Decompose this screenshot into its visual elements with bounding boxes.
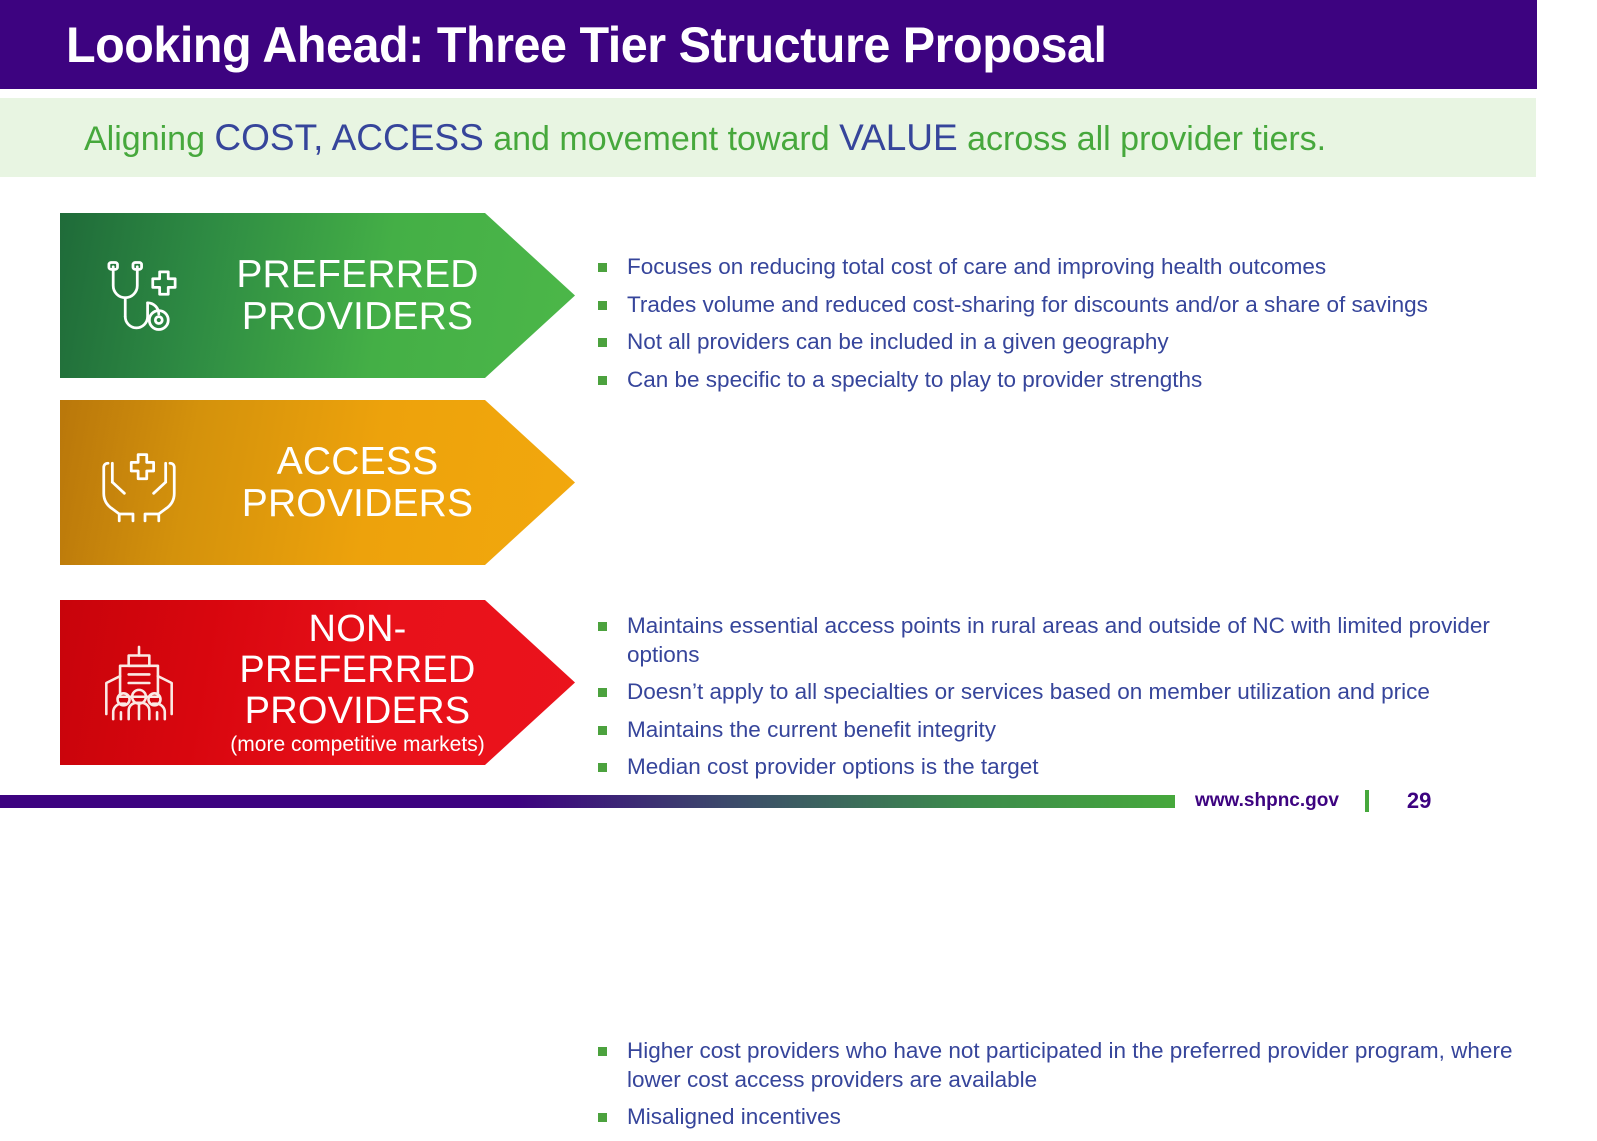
tier-label-preferred: PREFERRED PROVIDERS <box>200 253 515 337</box>
list-item: Misaligned incentives <box>598 1103 1558 1132</box>
bullet-marker-icon <box>598 763 607 773</box>
list-item: Median cost provider options is the targ… <box>598 753 1558 782</box>
hands-holding-cross-icon <box>96 437 182 529</box>
subtitle-part-5: across all provider tiers. <box>957 120 1327 158</box>
tier-label-line1: ACCESS <box>276 439 439 483</box>
footer: www.shpnc.gov 29 <box>1195 788 1431 814</box>
bullet-text: Doesn’t apply to all specialties or serv… <box>627 679 1430 705</box>
tier-structure-diagram: PREFERRED PROVIDERS Focuses on reducing … <box>0 185 1597 1129</box>
list-item: Can be specific to a specialty to play t… <box>598 366 1558 395</box>
footer-url[interactable]: www.shpnc.gov <box>1195 790 1339 811</box>
bullet-marker-icon <box>598 263 607 272</box>
tier-arrow-non-preferred[interactable]: NON-PREFERRED PROVIDERS (more competitiv… <box>60 600 575 765</box>
bullet-text: Maintains essential access points in rur… <box>627 613 1490 667</box>
list-item: Maintains essential access points in rur… <box>598 612 1558 669</box>
list-item: Higher cost providers who have not parti… <box>598 1037 1558 1094</box>
subtitle-part-3: and movement toward <box>483 120 840 158</box>
footer-gradient-bar <box>0 795 1175 808</box>
list-item: Doesn’t apply to all specialties or serv… <box>598 678 1558 707</box>
footer-divider-icon <box>1364 790 1369 812</box>
bullet-list-non-preferred: Higher cost providers who have not parti… <box>598 1037 1558 1141</box>
bullet-text: Maintains the current benefit integrity <box>627 716 996 742</box>
tier-label-line1: NON-PREFERRED <box>239 607 476 691</box>
list-item: Not all providers can be included in a g… <box>598 328 1558 357</box>
bullet-text: Higher cost providers who have not parti… <box>627 1038 1513 1092</box>
page-title: Looking Ahead: Three Tier Structure Prop… <box>66 16 1107 73</box>
bullet-marker-icon <box>598 338 607 348</box>
bullet-marker-icon <box>598 725 607 735</box>
bullet-text: Trades volume and reduced cost-sharing f… <box>627 291 1428 317</box>
tier-row-access: ACCESS PROVIDERS Maintains essential acc… <box>0 400 1597 779</box>
bullet-list-access: Maintains essential access points in rur… <box>598 612 1558 791</box>
bullet-text: Can be specific to a specialty to play t… <box>627 366 1203 392</box>
tier-label-access: ACCESS PROVIDERS <box>200 440 515 524</box>
stethoscope-cross-icon <box>96 250 182 342</box>
subtitle-part-1: Aligning <box>84 120 215 158</box>
bullet-marker-icon <box>598 1113 607 1123</box>
bullet-text: Focuses on reducing total cost of care a… <box>627 254 1327 279</box>
hospital-people-icon <box>96 637 182 729</box>
subtitle-part-4: VALUE <box>839 117 958 158</box>
subtitle-part-2: COST, ACCESS <box>214 117 484 158</box>
tier-label-non-preferred: NON-PREFERRED PROVIDERS (more competitiv… <box>200 607 515 757</box>
bullet-marker-icon <box>598 622 607 631</box>
bullet-marker-icon <box>598 300 607 310</box>
slide-title-bar: Looking Ahead: Three Tier Structure Prop… <box>0 0 1537 89</box>
tier-arrow-access[interactable]: ACCESS PROVIDERS <box>60 400 575 565</box>
bullet-text: Not all providers can be included in a g… <box>627 329 1169 355</box>
list-item: Maintains the current benefit integrity <box>598 716 1558 745</box>
slide-subtitle: Aligning COST, ACCESS and movement towar… <box>84 119 1326 156</box>
slide-page-number: 29 <box>1406 788 1432 813</box>
tier-arrow-preferred[interactable]: PREFERRED PROVIDERS <box>60 213 575 378</box>
tier-row-non-preferred: NON-PREFERRED PROVIDERS (more competitiv… <box>0 600 1597 1129</box>
tier-label-line2: PROVIDERS <box>244 689 471 732</box>
bullet-list-preferred: Focuses on reducing total cost of care a… <box>598 253 1558 403</box>
tier-label-line1: PREFERRED <box>236 252 479 296</box>
list-item: Trades volume and reduced cost-sharing f… <box>598 291 1558 320</box>
tier-label-line2: PROVIDERS <box>241 294 474 338</box>
bullet-marker-icon <box>598 375 607 385</box>
tier-label-line2: PROVIDERS <box>241 481 474 525</box>
list-item: Focuses on reducing total cost of care a… <box>598 253 1558 282</box>
bullet-marker-icon <box>598 1047 607 1056</box>
slide-subtitle-bar: Aligning COST, ACCESS and movement towar… <box>0 98 1536 177</box>
bullet-text: Misaligned incentives <box>627 1104 841 1130</box>
bullet-text: Median cost provider options is the targ… <box>627 754 1039 780</box>
tier-label-sub: (more competitive markets) <box>230 732 485 756</box>
bullet-marker-icon <box>598 688 607 698</box>
tier-row-preferred: PREFERRED PROVIDERS Focuses on reducing … <box>0 213 1597 392</box>
